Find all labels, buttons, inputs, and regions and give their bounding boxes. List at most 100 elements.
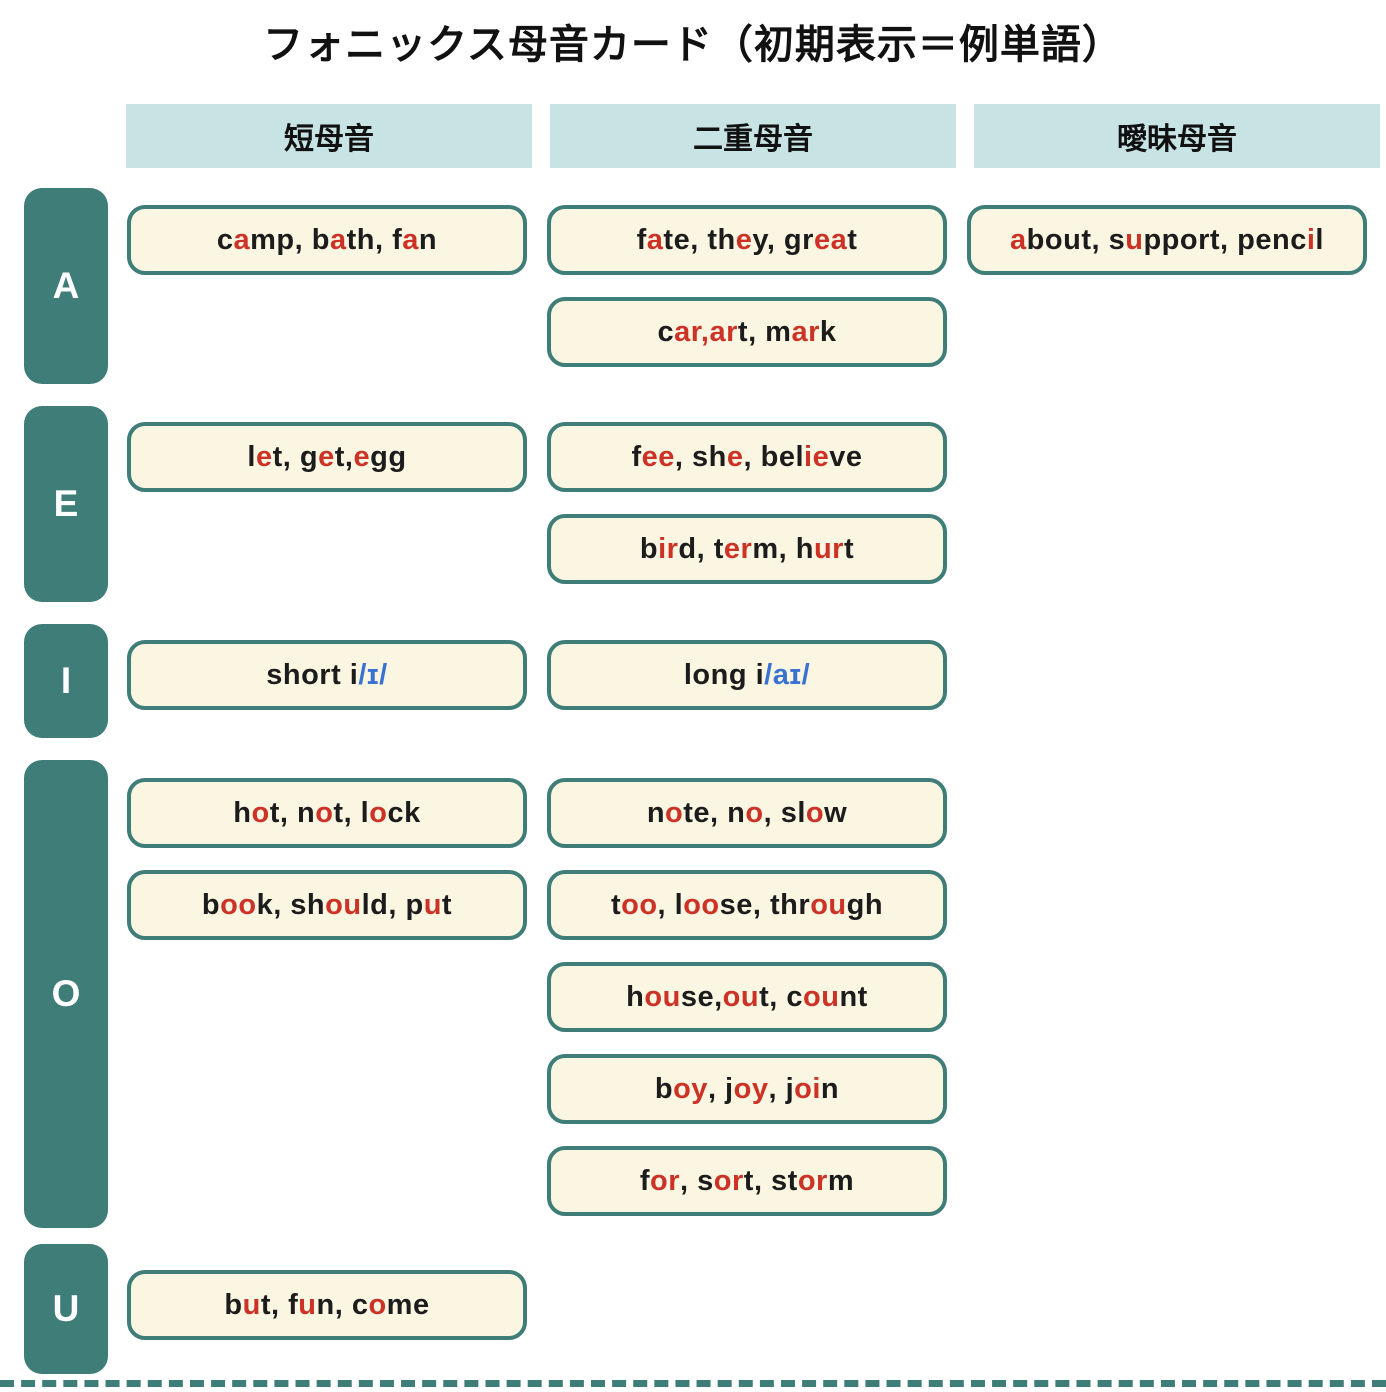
card-text-segment: , sh [674, 440, 727, 473]
card-text-segment: ve [829, 440, 863, 473]
card-text-segment: ld, p [361, 888, 424, 921]
row-label-u: U [24, 1244, 108, 1374]
card-text-segment: or [650, 1164, 681, 1197]
card-text-segment: , j [707, 1072, 734, 1105]
card-text-segment: b [639, 532, 659, 565]
card-text-segment: d, t [678, 532, 724, 565]
card-text-segment: f [631, 440, 642, 473]
card-text-segment: n [646, 796, 666, 829]
card-text-segment: o [251, 796, 270, 829]
card-text-segment: c [657, 315, 675, 348]
card-text-segment: t, g [272, 440, 319, 473]
card-i-short-i-ipa[interactable]: short i/ɪ/ [127, 640, 527, 710]
card-text-segment: t, l [333, 796, 370, 829]
card-text-segment: n [418, 223, 438, 256]
card-text-segment: oy [673, 1072, 708, 1105]
card-text-segment: ou [644, 980, 681, 1013]
card-text-segment: ou [803, 980, 840, 1013]
card-text-segment: u [242, 1288, 261, 1321]
card-text-segment: nt [839, 980, 868, 1013]
card-text-segment: ur [813, 532, 844, 565]
card-text-segment: pport, penc [1143, 223, 1307, 256]
card-text-segment: ou [810, 888, 847, 921]
card-text-segment: n, c [316, 1288, 369, 1321]
card-text-segment: h [626, 980, 645, 1013]
card-text-segment: er [723, 532, 753, 565]
card-text-segment: e [318, 440, 335, 473]
card-text-segment: o [369, 796, 388, 829]
card-text-segment: e [353, 440, 371, 473]
card-text-segment: c [216, 223, 234, 256]
card-text-segment: u [423, 888, 442, 921]
card-text-segment: t [610, 888, 622, 921]
card-text-segment: ou [325, 888, 362, 921]
card-text-segment: o [745, 796, 764, 829]
card-text-segment: o [368, 1288, 387, 1321]
card-text-segment: o [805, 796, 825, 829]
card-text-segment: ou [722, 980, 760, 1013]
card-text-segment: l [247, 440, 256, 473]
card-text-segment: b [201, 888, 221, 921]
card-text-segment: , l [657, 888, 684, 921]
column-header-short-vowel: 短母音 [126, 104, 532, 168]
card-text-segment: y, gr [752, 223, 814, 256]
card-text-segment: a [402, 223, 419, 256]
card-text-segment: , sl [763, 796, 806, 829]
card-text-segment: t, [334, 440, 354, 473]
card-text-segment: gh [846, 888, 884, 921]
card-text-segment: e [255, 440, 273, 473]
card-text-segment: u [1125, 223, 1144, 256]
card-text-segment: ar [791, 315, 820, 348]
card-text-segment: m, h [752, 532, 814, 565]
card-text-segment: a [646, 223, 664, 256]
card-text-segment: /aɪ/ [764, 658, 811, 691]
card-text-segment: o [665, 796, 684, 829]
card-text-segment: th, f [346, 223, 403, 256]
row-label-o: O [24, 760, 108, 1228]
card-text-segment: ck [387, 796, 421, 829]
row-label-i: I [24, 624, 108, 738]
card-text-segment: t, c [759, 980, 803, 1013]
card-text-segment: or [713, 1164, 744, 1197]
card-i-long-i-ipa[interactable]: long i/aɪ/ [547, 640, 947, 710]
row-i: I short i/ɪ/ long i/aɪ/ [0, 624, 1386, 738]
card-text-segment: oo [683, 888, 720, 921]
page-title: フォニックス母音カード（初期表示＝例単語） [263, 23, 1123, 67]
card-text-segment: a [233, 223, 251, 256]
card-text-segment: u [298, 1288, 317, 1321]
column-header-row: 短母音 二重母音 曖昧母音 [126, 104, 1380, 168]
card-text-segment: t, n [269, 796, 316, 829]
card-text-segment: f [639, 1164, 651, 1197]
card-text-segment: t [441, 888, 453, 921]
card-text-segment: oo [220, 888, 257, 921]
card-text-segment: f [636, 223, 647, 256]
card-text-segment: b [224, 1288, 243, 1321]
card-text-segment: a [1010, 223, 1027, 256]
card-text-segment: me [386, 1288, 430, 1321]
card-text-segment: se, [680, 980, 723, 1013]
card-text-segment: o [315, 796, 334, 829]
card-text-segment: , j [768, 1072, 795, 1105]
